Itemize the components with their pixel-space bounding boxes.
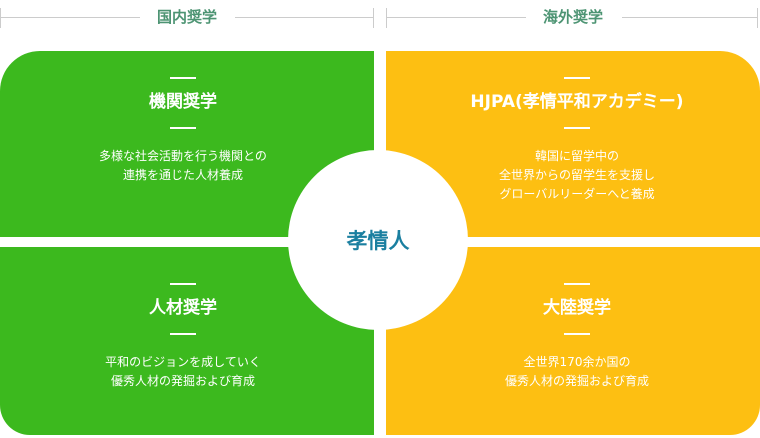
center-circle: 孝情人 — [288, 150, 468, 330]
panel-title: HJPA(孝情平和アカデミー) — [470, 92, 684, 112]
desc-line: 優秀人材の発掘および育成 — [504, 374, 649, 388]
overseas-title: 海外奨学 — [542, 8, 603, 26]
center-label: 孝情人 — [346, 229, 410, 253]
desc-line: 全世界からの留学生を支援し — [498, 168, 655, 182]
panel-hjpa[interactable]: HJPA(孝情平和アカデミー) 韓国に留学中の全世界からの留学生を支援しグローバ… — [386, 51, 760, 237]
panel-title: 大陸奨学 — [543, 298, 611, 318]
domestic-title: 国内奨学 — [156, 8, 217, 26]
desc-line: 平和のビジョンを成していく — [105, 355, 261, 369]
domestic-header: 国内奨学 — [0, 0, 374, 34]
panel-title: 人材奨学 — [149, 298, 217, 318]
desc-line: グローバルリーダーへと養成 — [499, 187, 655, 201]
desc-line: 全世界170余か国の — [523, 355, 631, 369]
overseas-header: 海外奨学 — [386, 0, 760, 34]
panel-institution-scholarship[interactable]: 機関奨学 多様な社会活動を行う機関との連携を通じた人材養成 — [0, 51, 374, 237]
desc-line: 多様な社会活動を行う機関との — [99, 149, 267, 163]
desc-line: 優秀人材の発掘および育成 — [110, 374, 255, 388]
desc-line: 韓国に留学中の — [534, 149, 619, 163]
panel-title: 機関奨学 — [149, 92, 217, 112]
desc-line: 連携を通じた人材養成 — [122, 168, 243, 182]
